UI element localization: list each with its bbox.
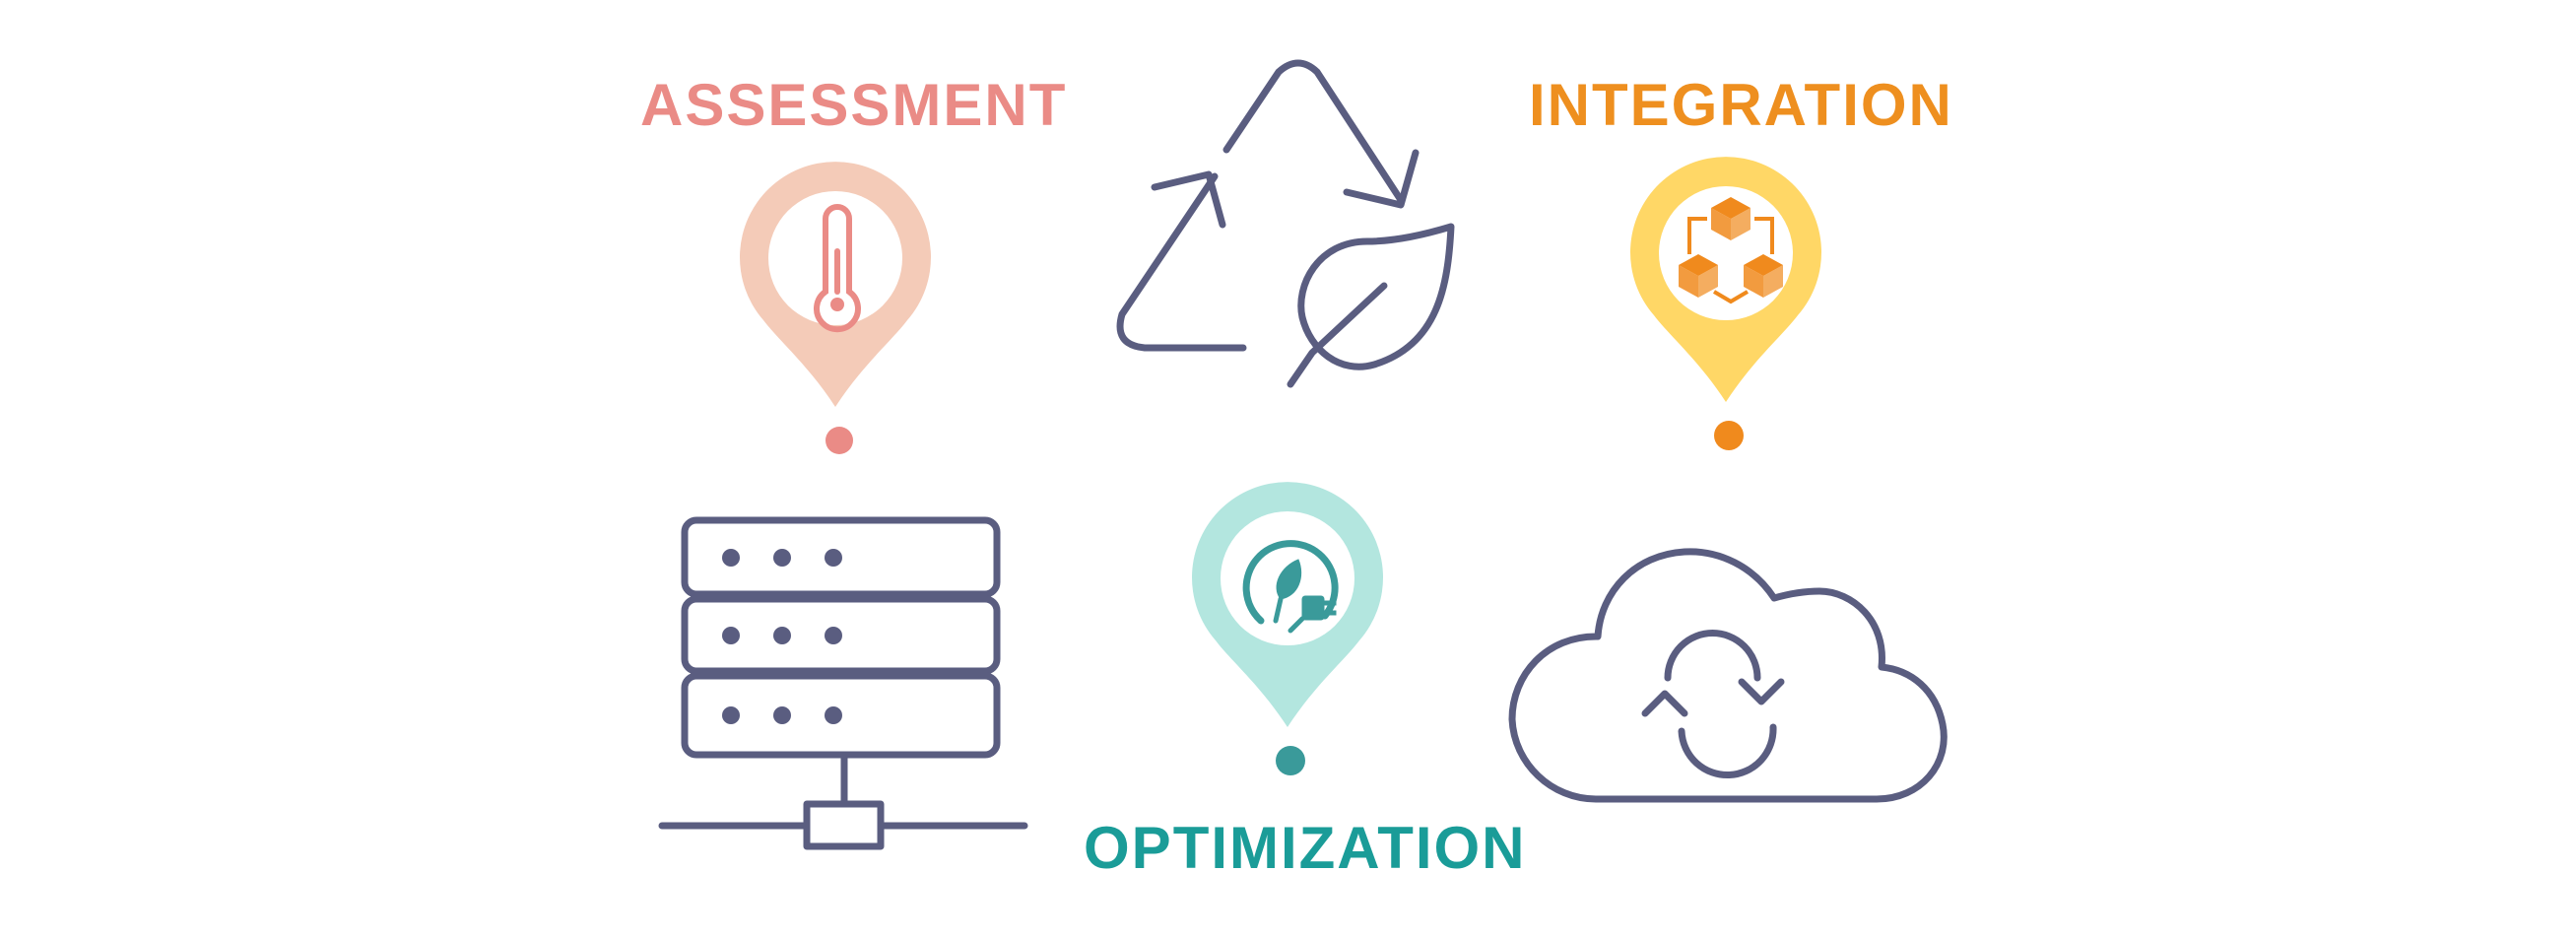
server-indicator-dot: [722, 549, 740, 567]
server-indicator-dots: [722, 549, 842, 724]
assessment-label: ASSESSMENT: [640, 72, 1068, 138]
server-indicator-dot: [722, 706, 740, 724]
server-rack-network-icon: [658, 516, 1028, 850]
connected-cubes-icon: [1679, 197, 1783, 304]
thermometer-icon: [814, 204, 861, 333]
server-indicator-dot: [825, 706, 842, 724]
server-indicator-dot: [773, 627, 791, 644]
server-indicator-dot: [825, 627, 842, 644]
server-indicator-dot: [773, 706, 791, 724]
eco-plug-leaf-icon: [1242, 540, 1339, 634]
optimization-label: OPTIMIZATION: [1084, 815, 1527, 881]
server-indicator-dot: [722, 627, 740, 644]
integration-label: INTEGRATION: [1529, 72, 1953, 138]
cloud-sync-icon: [1508, 548, 1948, 803]
server-indicator-dot: [773, 549, 791, 567]
recycle-leaf-icon: [1116, 59, 1455, 388]
server-indicator-dot: [825, 549, 842, 567]
optimization-pin: [1191, 482, 1383, 775]
